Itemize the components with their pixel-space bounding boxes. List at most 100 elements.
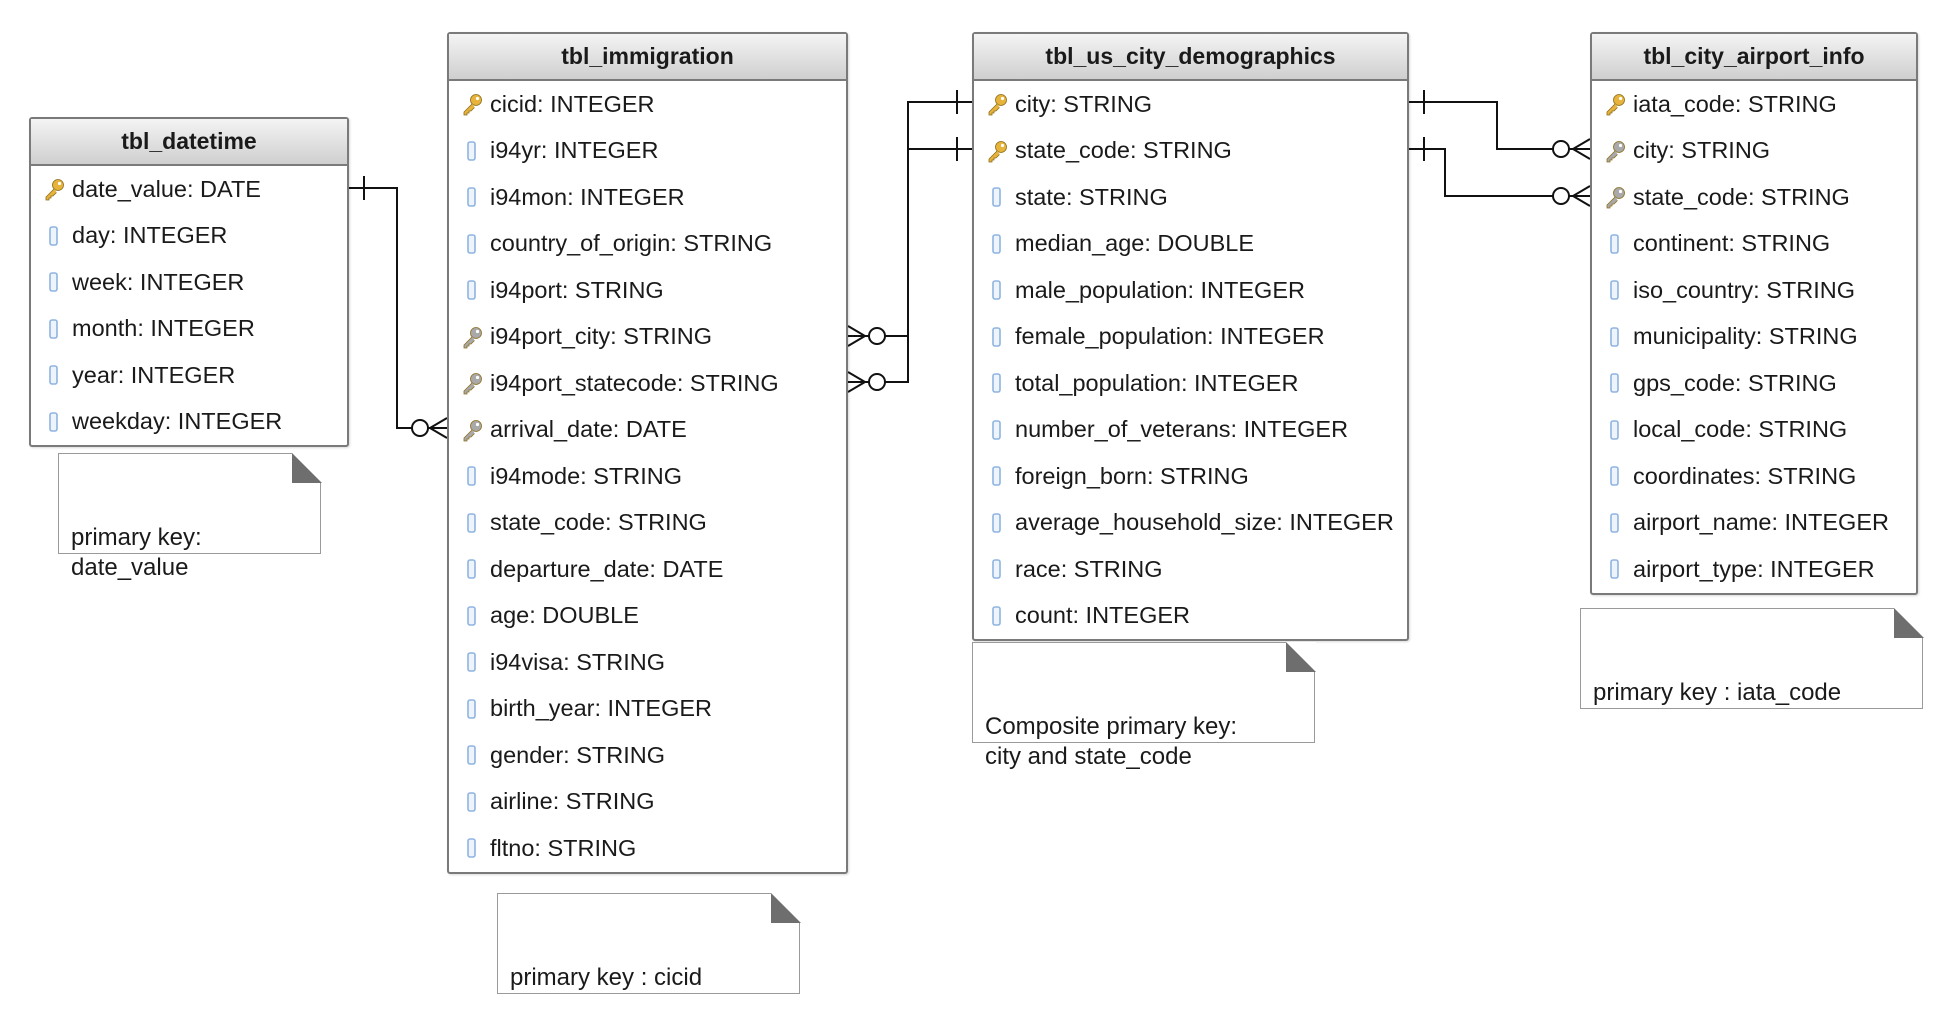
attribute-row[interactable]: city: STRING: [974, 81, 1407, 128]
attribute-row[interactable]: count: INTEGER: [974, 593, 1407, 640]
attribute-row[interactable]: fltno: STRING: [449, 825, 846, 872]
attribute-row[interactable]: day: INTEGER: [31, 213, 347, 260]
column-icon: [40, 259, 68, 305]
attribute-label: weekday: INTEGER: [72, 408, 283, 435]
attribute-row[interactable]: state_code: STRING: [1592, 174, 1916, 221]
note-immigration-primary-key[interactable]: primary key : cicid: [497, 892, 801, 994]
attribute-row[interactable]: age: DOUBLE: [449, 593, 846, 640]
attribute-row[interactable]: month: INTEGER: [31, 306, 347, 353]
attribute-label: arrival_date: DATE: [490, 416, 687, 443]
attribute-row[interactable]: cicid: INTEGER: [449, 81, 846, 128]
column-icon: [983, 314, 1011, 360]
attribute-row[interactable]: coordinates: STRING: [1592, 453, 1916, 500]
attribute-label: week: INTEGER: [72, 268, 245, 295]
attribute-label: departure_date: DATE: [490, 555, 724, 582]
column-icon: [40, 352, 68, 398]
cardinality-many-mark: [1572, 195, 1591, 207]
attribute-label: foreign_born: STRING: [1015, 462, 1249, 489]
attribute-row[interactable]: state_code: STRING: [449, 500, 846, 547]
note-airport-primary-key[interactable]: primary key : iata_code: [1580, 607, 1924, 709]
attribute-row[interactable]: date_value: DATE: [31, 166, 347, 213]
note-fold-corner: [1285, 641, 1316, 672]
attribute-label: i94visa: STRING: [490, 648, 665, 675]
column-icon: [458, 639, 486, 685]
attribute-label: i94port: STRING: [490, 276, 664, 303]
attribute-row[interactable]: continent: STRING: [1592, 221, 1916, 268]
attribute-row[interactable]: weekday: INTEGER: [31, 399, 347, 446]
entity-title: tbl_us_city_demographics: [974, 34, 1407, 81]
attribute-row[interactable]: week: INTEGER: [31, 259, 347, 306]
attribute-row[interactable]: i94port_statecode: STRING: [449, 360, 846, 407]
attribute-row[interactable]: race: STRING: [974, 546, 1407, 593]
column-icon: [1601, 267, 1629, 313]
note-text: primary key: date_value: [71, 524, 202, 581]
attribute-row[interactable]: city: STRING: [1592, 128, 1916, 175]
attribute-label: gender: STRING: [490, 741, 666, 768]
cardinality-many-mark: [847, 325, 866, 337]
attribute-row[interactable]: local_code: STRING: [1592, 407, 1916, 454]
column-icon: [1601, 314, 1629, 360]
attribute-row[interactable]: arrival_date: DATE: [449, 407, 846, 454]
attribute-label: iso_country: STRING: [1633, 276, 1856, 303]
note-demographics-primary-key[interactable]: Composite primary key: city and state_co…: [972, 641, 1316, 770]
attribute-label: gps_code: STRING: [1633, 369, 1837, 396]
entity-title: tbl_city_airport_info: [1592, 34, 1916, 81]
attribute-row[interactable]: i94port: STRING: [449, 267, 846, 314]
attribute-label: airport_type: INTEGER: [1633, 555, 1875, 582]
attribute-row[interactable]: municipality: STRING: [1592, 314, 1916, 361]
attribute-row[interactable]: gps_code: STRING: [1592, 360, 1916, 407]
attribute-row[interactable]: i94yr: INTEGER: [449, 128, 846, 175]
attribute-row[interactable]: airport_name: INTEGER: [1592, 500, 1916, 547]
attribute-row[interactable]: female_population: INTEGER: [974, 314, 1407, 361]
attribute-row[interactable]: median_age: DOUBLE: [974, 221, 1407, 268]
attribute-row[interactable]: male_population: INTEGER: [974, 267, 1407, 314]
attribute-row[interactable]: airport_type: INTEGER: [1592, 546, 1916, 593]
attribute-row[interactable]: total_population: INTEGER: [974, 360, 1407, 407]
attribute-label: state_code: STRING: [1633, 183, 1850, 210]
attribute-row[interactable]: iata_code: STRING: [1592, 81, 1916, 128]
entity-title: tbl_immigration: [449, 34, 846, 81]
column-icon: [458, 453, 486, 499]
attribute-row[interactable]: i94mode: STRING: [449, 453, 846, 500]
note-fold-corner: [1893, 607, 1924, 638]
attribute-row[interactable]: foreign_born: STRING: [974, 453, 1407, 500]
attribute-row[interactable]: airline: STRING: [449, 779, 846, 826]
attribute-row[interactable]: i94mon: INTEGER: [449, 174, 846, 221]
attribute-row[interactable]: iso_country: STRING: [1592, 267, 1916, 314]
column-icon: [983, 453, 1011, 499]
attribute-row[interactable]: i94visa: STRING: [449, 639, 846, 686]
primary-key-icon: [40, 166, 68, 212]
column-icon: [458, 128, 486, 174]
note-datetime-primary-key[interactable]: primary key: date_value: [58, 452, 322, 581]
attribute-label: age: DOUBLE: [490, 602, 639, 629]
attribute-row[interactable]: state: STRING: [974, 174, 1407, 221]
attribute-row[interactable]: year: INTEGER: [31, 352, 347, 399]
attribute-label: i94mon: INTEGER: [490, 183, 685, 210]
attribute-row[interactable]: departure_date: DATE: [449, 546, 846, 593]
relationship-line-statecode-immigration: [848, 148, 972, 383]
cardinality-many-mark: [429, 417, 448, 429]
attribute-label: coordinates: STRING: [1633, 462, 1857, 489]
primary-key-icon: [983, 128, 1011, 174]
attribute-row[interactable]: average_household_size: INTEGER: [974, 500, 1407, 547]
attribute-label: count: INTEGER: [1015, 602, 1190, 629]
attribute-row[interactable]: birth_year: INTEGER: [449, 686, 846, 733]
column-icon: [1601, 407, 1629, 453]
attribute-row[interactable]: country_of_origin: STRING: [449, 221, 846, 268]
column-icon: [1601, 453, 1629, 499]
attribute-row[interactable]: i94port_city: STRING: [449, 314, 846, 361]
attribute-row[interactable]: number_of_veterans: INTEGER: [974, 407, 1407, 454]
attribute-row[interactable]: gender: STRING: [449, 732, 846, 779]
column-icon: [1601, 500, 1629, 546]
cardinality-many-mark: [1572, 138, 1591, 150]
attribute-row[interactable]: state_code: STRING: [974, 128, 1407, 175]
attribute-label: state: STRING: [1015, 183, 1168, 210]
note-text: Composite primary key: city and state_co…: [985, 713, 1238, 770]
attribute-label: male_population: INTEGER: [1015, 276, 1305, 303]
